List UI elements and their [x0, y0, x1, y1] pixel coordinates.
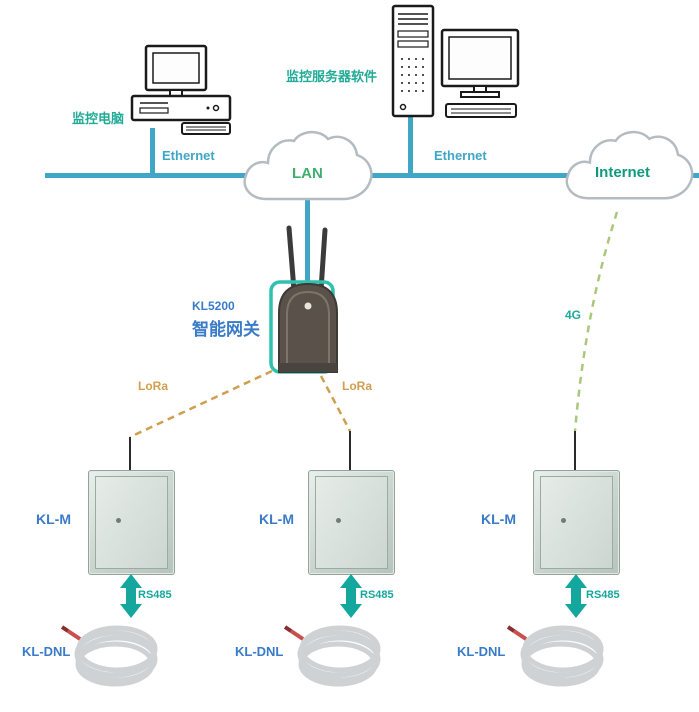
gateway-device — [269, 225, 338, 374]
lora-label-left: LoRa — [138, 379, 168, 393]
gateway-face — [286, 290, 330, 372]
cabinet-2 — [308, 470, 395, 575]
cabinet-lock-icon — [336, 518, 342, 524]
gateway-base — [279, 363, 337, 372]
pc-drop-line — [150, 128, 155, 176]
gateway-body — [278, 282, 338, 373]
gateway-drop-line — [305, 196, 310, 291]
pc-icon — [130, 44, 232, 135]
server-icon — [391, 4, 520, 118]
lora-label-right: LoRa — [342, 379, 372, 393]
cable-coil-3 — [505, 601, 617, 701]
antenna-left-icon — [286, 225, 297, 293]
rs485-arrow-3 — [565, 574, 587, 618]
cabinet-3 — [533, 470, 620, 575]
lan-cloud-label: LAN — [292, 165, 323, 182]
server-drop-line — [408, 114, 413, 176]
rs485-arrow-2 — [340, 574, 362, 618]
internet-cloud — [565, 130, 694, 200]
cabinet-lock-icon — [561, 518, 567, 524]
cellular-4g-link — [573, 211, 619, 432]
antenna-right-icon — [318, 227, 328, 293]
cable-2-label: KL-DNL — [235, 644, 284, 659]
cabinet-3-label: KL-M — [481, 511, 516, 527]
coil-icon — [506, 625, 604, 687]
coil-icon — [60, 625, 158, 687]
cabinet-1-label: KL-M — [36, 511, 71, 527]
internet-cloud-label: Internet — [595, 164, 651, 181]
gateway-name-label: 智能网关 — [192, 320, 260, 339]
rs485-label-1: RS485 — [138, 589, 172, 601]
rs485-label-3: RS485 — [586, 589, 620, 601]
ethernet-label-right: Ethernet — [434, 148, 487, 163]
pc-label: 监控电脑 — [72, 111, 125, 126]
cable-coil-2 — [282, 601, 394, 701]
cabinet-1 — [88, 470, 175, 575]
cellular-4g-label: 4G — [565, 308, 582, 322]
gateway-led — [304, 302, 312, 310]
coil-icon — [283, 625, 381, 687]
lan-cloud — [243, 130, 373, 201]
cabinet-door — [540, 476, 613, 569]
cabinet-2-label: KL-M — [259, 511, 294, 527]
gateway-model-label: KL5200 — [192, 299, 235, 313]
cabinet-door — [95, 476, 168, 569]
rs485-arrow-1 — [120, 574, 142, 618]
cable-3-label: KL-DNL — [457, 644, 506, 659]
cabinet-door — [315, 476, 388, 569]
cabinet-lock-icon — [116, 518, 122, 524]
rs485-label-2: RS485 — [360, 589, 394, 601]
ethernet-label-left: Ethernet — [162, 148, 215, 163]
cable-coil-1 — [59, 601, 171, 701]
server-label: 监控服务器软件 — [286, 69, 378, 84]
cable-1-label: KL-DNL — [22, 644, 71, 659]
